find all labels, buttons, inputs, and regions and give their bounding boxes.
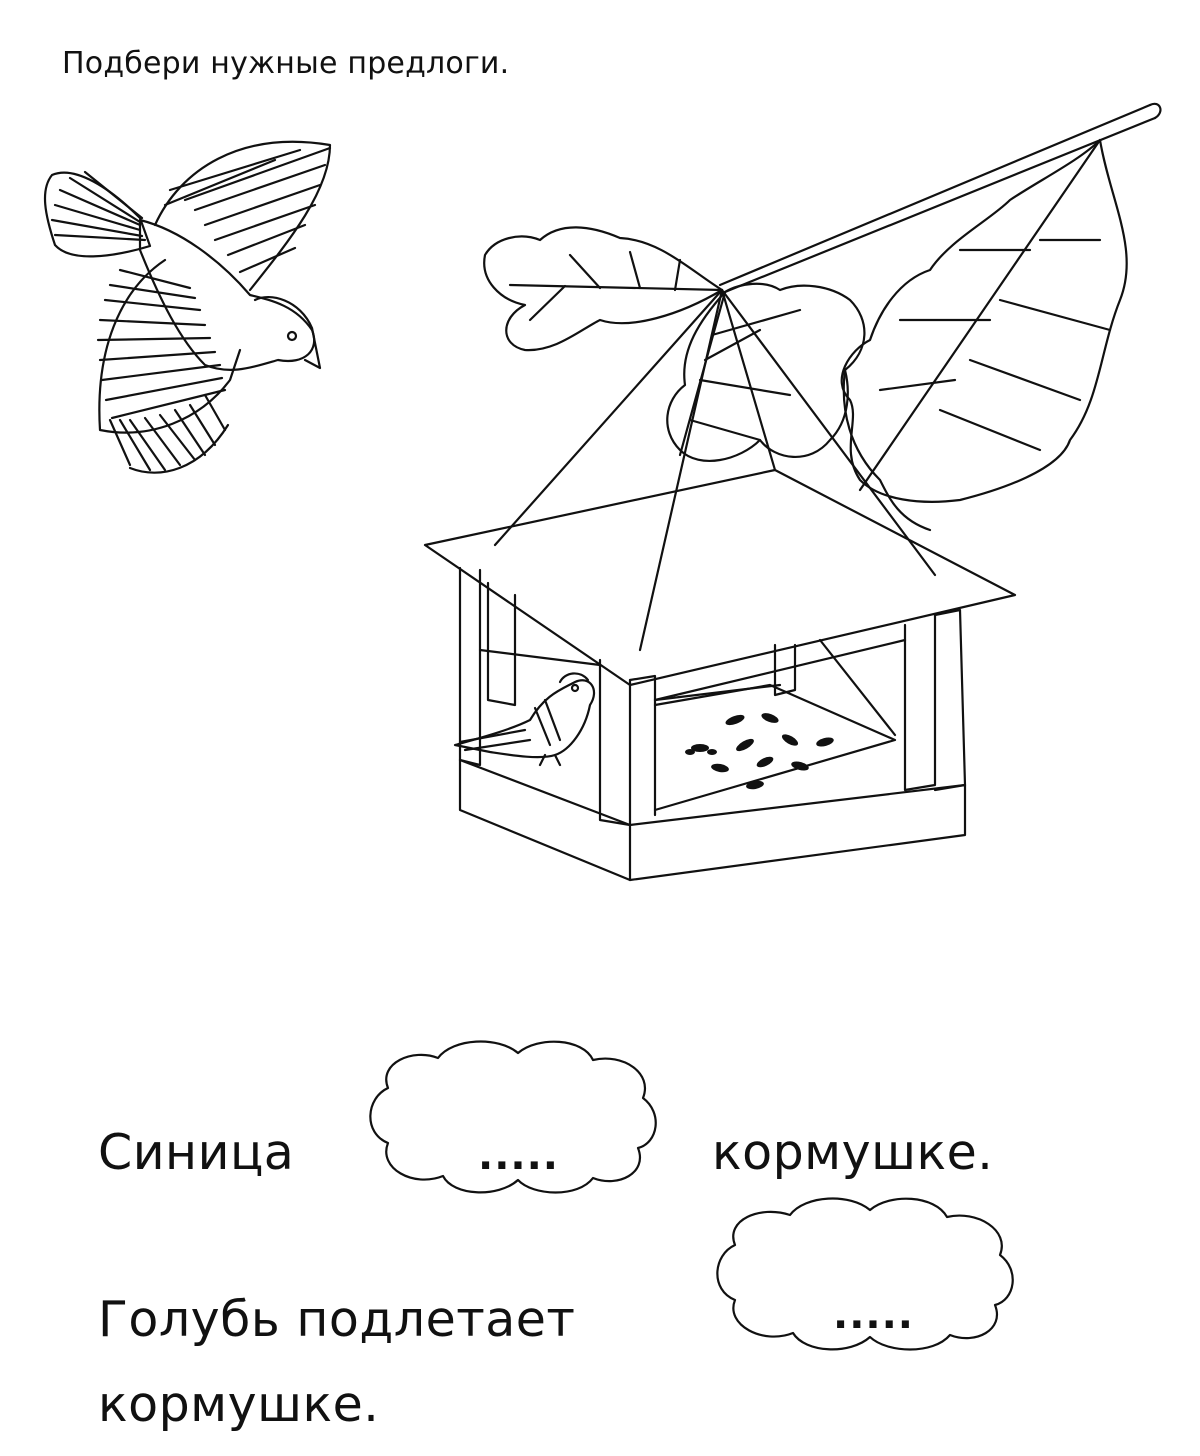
instruction: Подбери нужные предлоги. [62,46,510,81]
answer-blank-1[interactable]: ..... [478,1133,559,1179]
sentence-1-ending: кормушке. [712,1124,994,1181]
sentence-2-subject: Голубь подлетает [98,1291,576,1348]
seeds-icon [685,713,834,790]
bird-feeder-icon [423,288,1017,882]
cloud-answer-icon [716,1197,1014,1351]
answer-blank-2[interactable]: ..... [833,1292,914,1338]
titmouse-icon [453,672,596,767]
oak-branch-icon [483,102,1162,532]
flying-bird-icon [43,140,332,474]
sentence-2-ending: кормушке. [98,1376,380,1433]
cloud-answer-icon [369,1040,657,1194]
answer-cloud-2[interactable]: ..... [705,1185,1025,1357]
answer-cloud-1[interactable]: ..... [358,1028,668,1200]
sentence-1-subject: Синица [98,1124,295,1181]
